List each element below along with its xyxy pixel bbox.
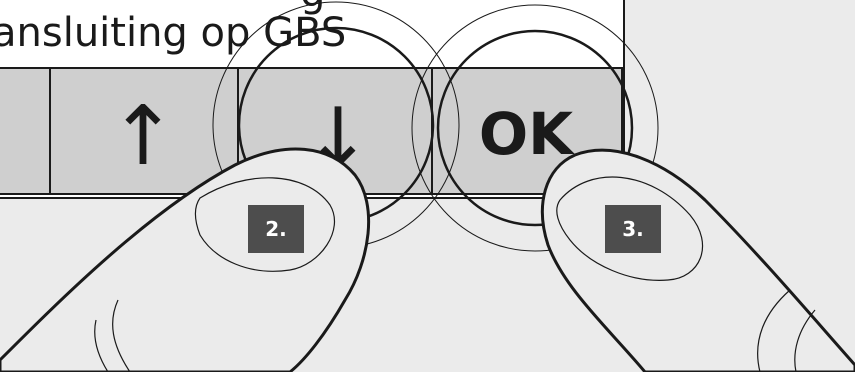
display-top-partial-text: g bbox=[300, 0, 325, 16]
up-arrow-icon: ↑ bbox=[109, 89, 178, 184]
step-3-badge-box bbox=[605, 205, 661, 253]
finger-2-crease-2 bbox=[94, 319, 109, 372]
finger-2-outline bbox=[0, 147, 371, 372]
display-line-text: ansluiting op GBS bbox=[0, 10, 346, 56]
finger-3-nail bbox=[556, 176, 704, 281]
step-3-badge: 3. bbox=[605, 205, 661, 253]
up-key[interactable] bbox=[49, 67, 239, 195]
ok-key-label: OK bbox=[479, 100, 575, 168]
finger-2-crease-1 bbox=[112, 299, 131, 372]
ok-press-ring-outer bbox=[411, 4, 659, 252]
finger-step-3 bbox=[540, 148, 855, 372]
step-2-badge-box bbox=[248, 205, 304, 253]
keypad-row: ↑ ↓ OK bbox=[0, 67, 623, 195]
finger-3-crease-2 bbox=[794, 309, 816, 372]
finger-3-crease-1 bbox=[757, 289, 791, 372]
step-2-label: 2. bbox=[265, 217, 287, 241]
step-3-label: 3. bbox=[622, 217, 644, 241]
finger-2-nail bbox=[194, 177, 336, 272]
step-2-badge: 2. bbox=[248, 205, 304, 253]
ok-press-ring-inner bbox=[436, 29, 634, 227]
key-left-partial[interactable] bbox=[0, 67, 51, 195]
finger-step-2 bbox=[0, 147, 371, 372]
